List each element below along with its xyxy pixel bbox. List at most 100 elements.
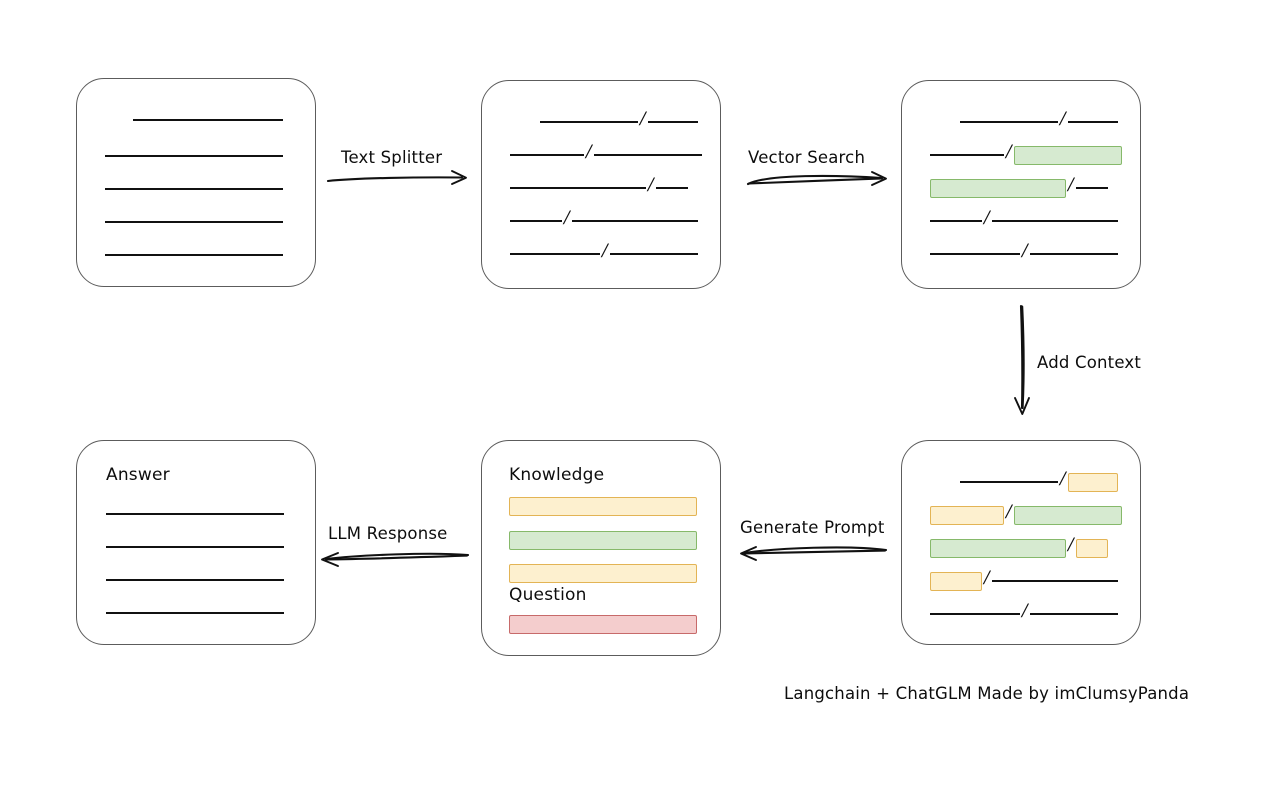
text-line <box>105 155 283 157</box>
text-line <box>133 119 283 121</box>
document-line <box>77 244 315 266</box>
chunk-segment <box>510 220 562 222</box>
matched-chunk-highlight <box>1013 145 1122 165</box>
chunk-row: / <box>902 501 1140 526</box>
chunk-segment <box>510 187 646 189</box>
document-line <box>77 211 315 233</box>
chunk-segment <box>1029 613 1118 615</box>
chunk-separator: / <box>640 108 646 129</box>
document-line <box>77 145 315 167</box>
chunk-segment <box>609 253 698 255</box>
matched-chunks-node[interactable]: / / / / <box>901 80 1141 289</box>
knowledge-label: Knowledge <box>509 465 605 485</box>
chunk-segment <box>960 121 1058 123</box>
chunk-segment <box>540 121 638 123</box>
context-chunks-rows: / / / / <box>902 441 1140 644</box>
context-chunk-highlight <box>930 505 1004 525</box>
split-chunks-node[interactable]: / / / / <box>481 80 721 289</box>
text-line <box>105 254 283 256</box>
chunk-segment <box>510 154 584 156</box>
chunk-row: / <box>482 174 720 199</box>
answer-line <box>106 546 284 548</box>
text-splitter-arrow <box>326 170 467 185</box>
chunk-row: / <box>482 240 720 265</box>
answer-line <box>106 579 284 581</box>
answer-label: Answer <box>106 465 170 485</box>
knowledge-bar <box>509 564 697 583</box>
chunk-segment <box>1067 121 1118 123</box>
vector-search-arrow <box>746 171 887 186</box>
chunk-segment <box>1029 253 1118 255</box>
chunk-row: / <box>902 468 1140 493</box>
context-chunks-node[interactable]: / / / / <box>901 440 1141 645</box>
chunk-segment <box>930 154 1004 156</box>
chunk-row: / <box>902 110 1140 133</box>
add-context-arrow-label: Add Context <box>1037 353 1142 372</box>
llm-response-arrow-label: LLM Response <box>328 524 448 543</box>
answer-node[interactable]: Answer <box>76 440 316 645</box>
chunk-separator: / <box>984 207 990 228</box>
answer-line <box>106 612 284 614</box>
chunk-segment <box>930 253 1020 255</box>
split-chunks-rows: / / / / <box>482 81 720 288</box>
llm-response-arrow <box>321 552 470 567</box>
text-splitter-arrow-label: Text Splitter <box>341 148 443 167</box>
chunk-separator: / <box>602 240 608 261</box>
answer-line <box>106 513 284 515</box>
chunk-row: / <box>902 567 1140 592</box>
chunk-segment <box>930 220 982 222</box>
chunk-segment <box>960 481 1058 483</box>
chunk-separator: / <box>1006 141 1012 162</box>
chunk-segment <box>991 580 1118 582</box>
context-chunk-highlight <box>1067 472 1118 492</box>
chunk-separator: / <box>984 567 990 588</box>
generated-prompt-node[interactable]: Knowledge Question <box>481 440 721 656</box>
chunk-segment <box>655 187 688 189</box>
document-line <box>77 109 315 131</box>
matched-chunk-highlight <box>930 538 1066 558</box>
chunk-separator: / <box>1022 600 1028 621</box>
add-context-arrow <box>1014 304 1030 415</box>
generate-prompt-arrow <box>740 546 888 561</box>
chunk-separator: / <box>1068 174 1074 195</box>
knowledge-bar <box>509 497 697 516</box>
knowledge-bar <box>509 531 697 550</box>
chunk-separator: / <box>1068 534 1074 555</box>
source-document-node[interactable] <box>76 78 316 287</box>
chunk-separator: / <box>586 141 592 162</box>
matched-chunk-highlight <box>1013 505 1122 525</box>
chunk-row: / <box>902 600 1140 625</box>
question-bar <box>509 615 697 634</box>
chunk-separator: / <box>1022 240 1028 261</box>
chunk-row: / <box>482 141 720 166</box>
chunk-row: / <box>902 207 1140 232</box>
chunk-segment <box>571 220 698 222</box>
chunk-row: / <box>902 240 1140 265</box>
chunk-segment <box>647 121 698 123</box>
chunk-segment <box>593 154 702 156</box>
chunk-row: / <box>902 534 1140 559</box>
chunk-row: / <box>482 209 720 232</box>
chunk-segment <box>1075 187 1108 189</box>
chunk-row: / <box>482 108 720 133</box>
source-document-lines <box>77 79 315 286</box>
vector-search-arrow-label: Vector Search <box>748 148 866 167</box>
generate-prompt-arrow-label: Generate Prompt <box>740 518 885 537</box>
chunk-segment <box>991 220 1118 222</box>
footer-credit: Langchain + ChatGLM Made by imClumsyPand… <box>784 684 1190 703</box>
context-chunk-highlight <box>1075 538 1108 558</box>
document-line <box>77 178 315 200</box>
chunk-segment <box>510 253 600 255</box>
matched-chunk-highlight <box>930 178 1066 198</box>
chunk-separator: / <box>1006 501 1012 522</box>
chunk-separator: / <box>648 174 654 195</box>
chunk-separator: / <box>1060 468 1066 489</box>
matched-chunks-rows: / / / / <box>902 81 1140 288</box>
question-label: Question <box>509 585 587 605</box>
context-chunk-highlight <box>930 571 982 591</box>
text-line <box>105 188 283 190</box>
chunk-row: / <box>902 174 1140 199</box>
chunk-row: / <box>902 141 1140 166</box>
chunk-segment <box>930 613 1020 615</box>
